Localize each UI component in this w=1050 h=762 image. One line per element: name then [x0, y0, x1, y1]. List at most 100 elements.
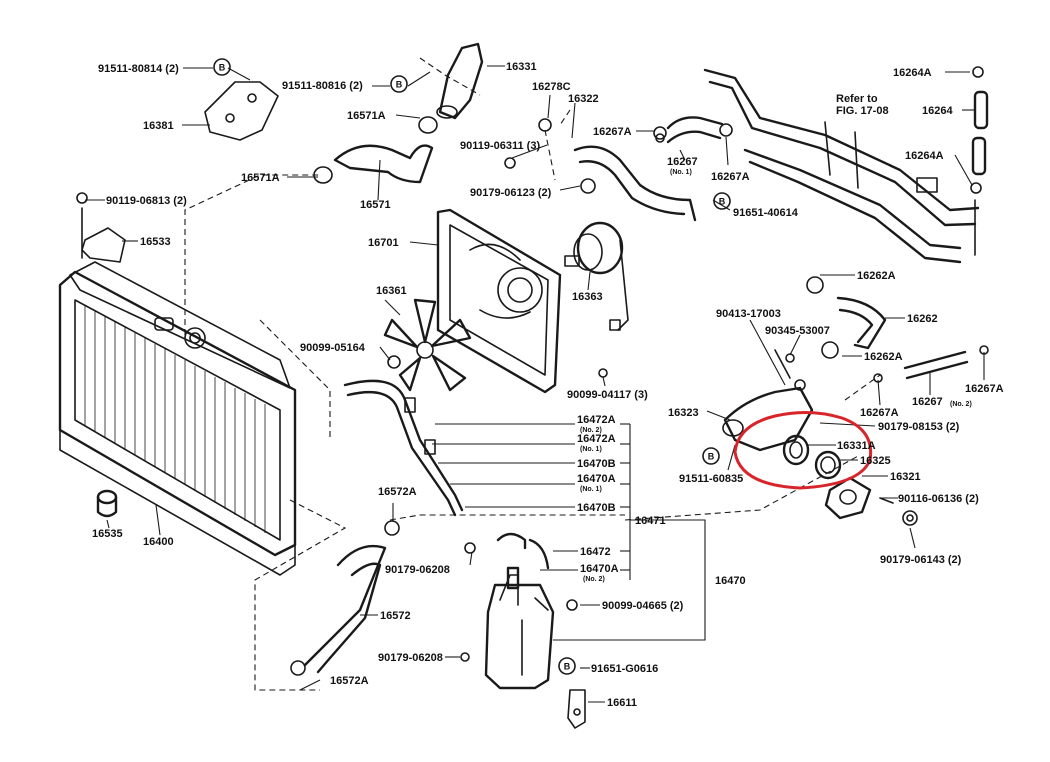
label-90179-06208-b: 90179-06208: [378, 652, 443, 664]
label-16572A-bottom: 16572A: [330, 675, 369, 687]
label-90119-06311: 90119-06311 (3): [460, 140, 540, 152]
svg-text:B: B: [719, 197, 726, 207]
label-90413-17003: 90413-17003: [716, 308, 781, 320]
label-16611: 16611: [607, 697, 637, 709]
water-outlet-16331: [436, 42, 484, 120]
label-16267-no1: 16267: [667, 156, 698, 168]
label-16278C: 16278C: [532, 81, 571, 93]
label-16472A-1-sub: (No. 2): [580, 427, 602, 434]
label-16535: 16535: [92, 528, 123, 540]
label-90179-06143: 90179-06143 (2): [880, 554, 962, 566]
hose-16264: [970, 66, 989, 194]
label-16361: 16361: [376, 285, 407, 297]
label-16472A-1: 16472A: [577, 414, 616, 426]
label-90179-08153: 90179-08153 (2): [878, 421, 960, 433]
label-16264A-top: 16264A: [893, 67, 932, 79]
label-16470A-1-sub: (No. 1): [580, 486, 602, 493]
hose-16571: [313, 116, 438, 184]
bracket-16533: [76, 192, 126, 263]
overflow-hoses: [343, 379, 464, 517]
bracket-16611: [567, 689, 586, 729]
svg-text:B: B: [396, 80, 403, 90]
thermostat-16331A: [782, 434, 810, 466]
grommet-16535: [96, 489, 118, 518]
label-16472: 16472: [580, 546, 611, 558]
label-16267-no2-sub: (No. 2): [950, 401, 972, 408]
label-90099-04117: 90099-04117 (3): [567, 389, 648, 401]
fan-shroud-16701: [436, 208, 562, 394]
part-labels: 91511-80814 (2) 16331 91511-80816 (2) 16…: [92, 61, 1004, 709]
badge-b-91511-60835: B: [702, 447, 720, 465]
pipe-16322: [504, 118, 697, 222]
leader-lines: [85, 65, 985, 703]
label-16472A-2-sub: (No. 1): [580, 446, 602, 453]
bracket-16381: [204, 81, 279, 141]
label-16470B-1: 16470B: [577, 458, 616, 470]
label-91511-60835: 91511-60835: [679, 473, 743, 485]
label-16267A-b: 16267A: [711, 171, 750, 183]
water-inlet-16323: [722, 349, 814, 452]
label-16262A-mid: 16262A: [864, 351, 903, 363]
fan-16361: [383, 298, 472, 392]
label-16331A: 16331A: [837, 440, 876, 452]
label-16264A-mid: 16264A: [905, 150, 944, 162]
svg-text:B: B: [708, 452, 715, 462]
label-16267-no1-sub: (No. 1): [670, 169, 692, 176]
label-16325: 16325: [860, 455, 891, 467]
label-90099-04665: 90099-04665 (2): [602, 600, 684, 612]
thermostat-highlight-circle: [733, 410, 873, 490]
gasket-16325: [814, 450, 842, 480]
fan-motor-16363: [564, 221, 629, 331]
label-16331: 16331: [506, 61, 537, 73]
label-16267A-a: 16267A: [593, 126, 632, 138]
bolts-and-nuts: [460, 133, 918, 662]
label-16267-no2: 16267: [912, 396, 943, 408]
label-16571: 16571: [360, 199, 391, 211]
label-16572: 16572: [380, 610, 411, 622]
label-16264: 16264: [922, 105, 953, 117]
label-16470A-2-sub: (No. 2): [583, 576, 605, 583]
label-16470: 16470: [715, 575, 746, 587]
assembly-dashed-lines: [184, 57, 881, 691]
badge-b-91651-60616: B: [558, 657, 576, 675]
label-90119-06813: 90119-06813 (2): [106, 195, 187, 207]
label-refer-to: Refer to: [836, 93, 878, 105]
label-90116-06136: 90116-06136 (2): [898, 493, 979, 505]
label-16471: 16471: [635, 515, 666, 527]
label-16571A-lower: 16571A: [241, 172, 280, 184]
label-91651-60616: 91651-G0616: [591, 663, 658, 675]
reservoir-tank-16470: [464, 532, 555, 690]
label-16381: 16381: [143, 120, 174, 132]
badge-b-91651-40614: B: [713, 192, 731, 210]
label-16262: 16262: [907, 313, 938, 325]
label-16321: 16321: [890, 471, 921, 483]
label-16267A-d: 16267A: [860, 407, 899, 419]
label-16470A-1: 16470A: [577, 473, 616, 485]
label-90099-05164: 90099-05164: [300, 342, 366, 354]
label-16267A-c: 16267A: [965, 383, 1004, 395]
label-16470B-2: 16470B: [577, 502, 616, 514]
svg-text:B: B: [564, 662, 571, 672]
svg-text:B: B: [219, 63, 226, 73]
label-16322: 16322: [568, 93, 599, 105]
label-16572A-top: 16572A: [378, 486, 417, 498]
heater-pipes: [703, 68, 980, 264]
label-16363: 16363: [572, 291, 603, 303]
label-91651-40614: 91651-40614: [733, 207, 799, 219]
label-16472A-2: 16472A: [577, 433, 616, 445]
label-16400: 16400: [143, 536, 174, 548]
label-90345-53007: 90345-53007: [765, 325, 830, 337]
label-16470A-2: 16470A: [580, 563, 619, 575]
hose-16267-no1: [653, 116, 733, 144]
label-91511-80814: 91511-80814 (2): [98, 63, 179, 75]
badge-b-91511-80814: B: [213, 58, 231, 76]
hose-16262: [806, 276, 887, 359]
label-16571A-upper: 16571A: [347, 110, 386, 122]
label-refer-fig: FIG. 17-08: [836, 105, 889, 117]
label-16701: 16701: [368, 237, 399, 249]
label-16262A-top: 16262A: [857, 270, 896, 282]
label-16323: 16323: [668, 407, 699, 419]
label-91511-80816: 91511-80816 (2): [282, 80, 363, 92]
label-16533: 16533: [140, 236, 171, 248]
